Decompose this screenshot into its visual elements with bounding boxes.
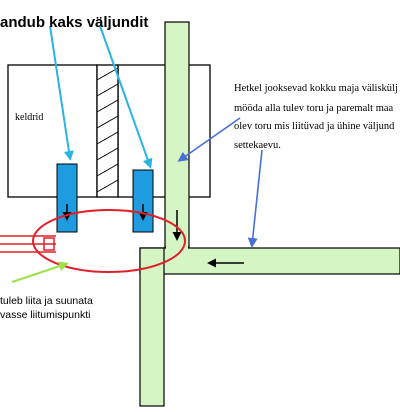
vertical-pipe-top (164, 21, 190, 248)
cyan-arrow-right (99, 25, 153, 169)
cyan-arrow-left (49, 25, 74, 161)
bottom-note: tuleb liita ja suunata vasse liitumispun… (0, 295, 93, 321)
note-line-4: settekaevu. (234, 140, 281, 151)
note-line-3: olev toru mis liitüvad ja ühine väljund (234, 121, 395, 132)
vertical-pipe-down (139, 247, 165, 407)
red-pipes (0, 235, 56, 253)
pipe-network (139, 21, 400, 407)
note-text: Hetkel jooksevad kokku maja väliskülj mö… (234, 83, 398, 151)
basement-right-block (117, 64, 211, 198)
note-line-2: mööda alla tulev toru ja paremalt maa (234, 103, 394, 114)
blue-arrow-to-pipe (177, 117, 241, 162)
green-arrow (11, 261, 69, 283)
note-line-1: Hetkel jooksevad kokku maja väliskülj (234, 83, 398, 94)
label-room: keldrid (15, 112, 43, 123)
outlet-right (132, 169, 154, 233)
bottom-line-1: tuleb liita ja suunata (0, 295, 93, 307)
horizontal-pipe (139, 247, 400, 275)
hatched-wall (96, 64, 119, 198)
bottom-line-2: vasse liitumispunkti (0, 309, 90, 321)
junction-ellipse (32, 209, 186, 273)
outlet-left (56, 163, 78, 233)
blue-arrow-to-ground-pipe (247, 149, 263, 248)
label-outputs: andub kaks väljundit (0, 14, 148, 31)
basement-left-block (7, 64, 98, 198)
